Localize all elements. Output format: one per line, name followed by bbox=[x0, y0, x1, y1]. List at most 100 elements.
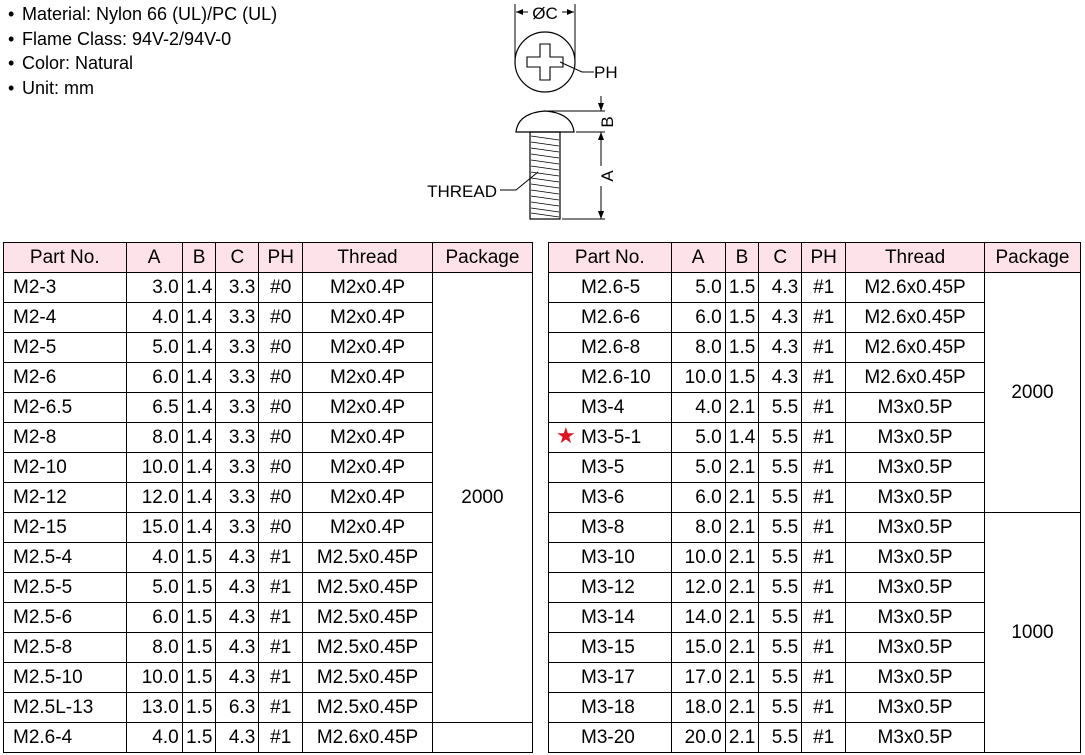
cell-dim-c: 4.3 bbox=[215, 722, 260, 753]
cell-thread-spec: M2x0.4P bbox=[302, 332, 433, 363]
cell-text: M2x0.4P bbox=[330, 516, 406, 538]
cell-text: #1 bbox=[813, 426, 835, 448]
cell-text: 15.0 bbox=[141, 516, 179, 538]
cell-text: 10.0 bbox=[684, 546, 722, 568]
cell-text: 4.3 bbox=[771, 336, 799, 358]
header-thread: Thread bbox=[845, 242, 985, 273]
cell-text: #1 bbox=[813, 306, 835, 328]
cell-part-no: M2.6-8 bbox=[548, 332, 672, 363]
cell-part-no: M2.5L-13 bbox=[3, 692, 127, 723]
cell-text: M2.6-10 bbox=[581, 366, 651, 388]
cell-package: 2000 bbox=[431, 272, 534, 723]
cell-text: #0 bbox=[270, 306, 292, 328]
header-c: C bbox=[215, 242, 260, 273]
cell-text: 5.5 bbox=[771, 456, 799, 478]
cell-text: M2x0.4P bbox=[330, 486, 406, 508]
cell-dim-a: 12.0 bbox=[125, 482, 183, 513]
cell-text: #1 bbox=[813, 726, 835, 748]
cell-dim-c: 5.5 bbox=[758, 602, 803, 633]
cell-part-no: M2-12 bbox=[3, 482, 127, 513]
cell-part-no: M2-10 bbox=[3, 452, 127, 483]
cell-text: 1.5 bbox=[185, 726, 213, 748]
cell-dim-b: 1.5 bbox=[181, 632, 217, 663]
cell-text: 4.3 bbox=[771, 276, 799, 298]
cell-text: M3-15 bbox=[581, 636, 635, 658]
cell-part-no: M2-6 bbox=[3, 362, 127, 393]
cell-text: 1.4 bbox=[185, 486, 213, 508]
cell-dim-b: 1.5 bbox=[724, 272, 760, 303]
cell-text: #1 bbox=[270, 666, 292, 688]
cell-ph-size: #0 bbox=[258, 362, 304, 393]
cell-text: M2x0.4P bbox=[330, 456, 406, 478]
cell-part-no: M2.5-8 bbox=[3, 632, 127, 663]
cell-dim-b: 1.5 bbox=[181, 692, 217, 723]
cell-text: M2x0.4P bbox=[330, 396, 406, 418]
cell-text: M2.5-10 bbox=[13, 666, 83, 688]
cell-dim-c: 4.3 bbox=[215, 632, 260, 663]
cell-dim-a: 6.0 bbox=[125, 362, 183, 393]
cell-dim-b: 1.5 bbox=[181, 722, 217, 753]
cell-text: M2.5L-13 bbox=[13, 696, 94, 718]
cell-ph-size: #1 bbox=[258, 602, 304, 633]
cell-dim-a: 6.0 bbox=[670, 302, 726, 333]
cell-text: 4.0 bbox=[152, 546, 179, 568]
cell-text: 4.3 bbox=[228, 666, 256, 688]
cell-text: 1.5 bbox=[185, 576, 213, 598]
cell-text: 6.0 bbox=[695, 306, 722, 328]
cell-text: #1 bbox=[813, 336, 835, 358]
cell-text: M3x0.5P bbox=[877, 666, 953, 688]
cell-dim-c: 5.5 bbox=[758, 692, 803, 723]
cell-dim-c: 4.3 bbox=[758, 362, 803, 393]
cell-ph-size: #1 bbox=[801, 662, 847, 693]
cell-dim-a: 3.0 bbox=[125, 272, 183, 303]
cell-text: M3x0.5P bbox=[877, 606, 953, 628]
cell-thread-spec: M2x0.4P bbox=[302, 302, 433, 333]
cell-text: M2.6x0.45P bbox=[864, 336, 966, 358]
cell-part-no: M2.6-10 bbox=[548, 362, 672, 393]
cell-part-no: M2.5-10 bbox=[3, 662, 127, 693]
cell-dim-b: 2.1 bbox=[724, 572, 760, 603]
cell-text: 3.3 bbox=[228, 396, 256, 418]
cell-text: #1 bbox=[270, 576, 292, 598]
cell-dim-c: 5.5 bbox=[758, 632, 803, 663]
cell-dim-b: 1.4 bbox=[181, 452, 217, 483]
cell-dim-b: 2.1 bbox=[724, 662, 760, 693]
cell-text: M2x0.4P bbox=[330, 276, 406, 298]
spec-item: •Color: Natural bbox=[8, 53, 134, 73]
cell-dim-c: 3.3 bbox=[215, 512, 260, 543]
cell-text: #1 bbox=[813, 456, 835, 478]
cell-text: M3-6 bbox=[581, 486, 625, 508]
cell-part-no: M2.5-4 bbox=[3, 542, 127, 573]
cell-dim-b: 1.5 bbox=[724, 332, 760, 363]
dim-c-label: ØC bbox=[532, 4, 558, 23]
cell-text: 6.3 bbox=[228, 696, 256, 718]
cell-text: #1 bbox=[813, 696, 835, 718]
cell-text: 4.0 bbox=[152, 726, 179, 748]
cell-text: M2.5-6 bbox=[13, 606, 73, 628]
cell-thread-spec: M2.5x0.45P bbox=[302, 632, 433, 663]
cell-text: #0 bbox=[270, 456, 292, 478]
cell-part-no: ★M3-5-1 bbox=[548, 422, 672, 453]
cell-text: #0 bbox=[270, 516, 292, 538]
cell-text: 4.3 bbox=[228, 606, 256, 628]
cell-ph-size: #1 bbox=[801, 272, 847, 303]
cell-dim-a: 10.0 bbox=[670, 362, 726, 393]
cell-dim-c: 5.5 bbox=[758, 482, 803, 513]
cell-thread-spec: M3x0.5P bbox=[845, 512, 985, 543]
cell-text: #1 bbox=[813, 516, 835, 538]
cell-text: M3-20 bbox=[581, 726, 635, 748]
cell-thread-spec: M3x0.5P bbox=[845, 572, 985, 603]
cell-text: 1.4 bbox=[185, 366, 213, 388]
cell-text: 4.0 bbox=[152, 306, 179, 328]
cell-dim-c: 5.5 bbox=[758, 572, 803, 603]
cell-ph-size: #0 bbox=[258, 512, 304, 543]
cell-text: #1 bbox=[813, 636, 835, 658]
cell-text: M2-15 bbox=[13, 516, 67, 538]
cell-text: #1 bbox=[813, 486, 835, 508]
cell-dim-b: 2.1 bbox=[724, 602, 760, 633]
header-ph: PH bbox=[801, 242, 847, 273]
cell-text: 1.4 bbox=[185, 426, 213, 448]
thread-label: THREAD bbox=[427, 182, 497, 201]
cell-text: M2.5-4 bbox=[13, 546, 73, 568]
